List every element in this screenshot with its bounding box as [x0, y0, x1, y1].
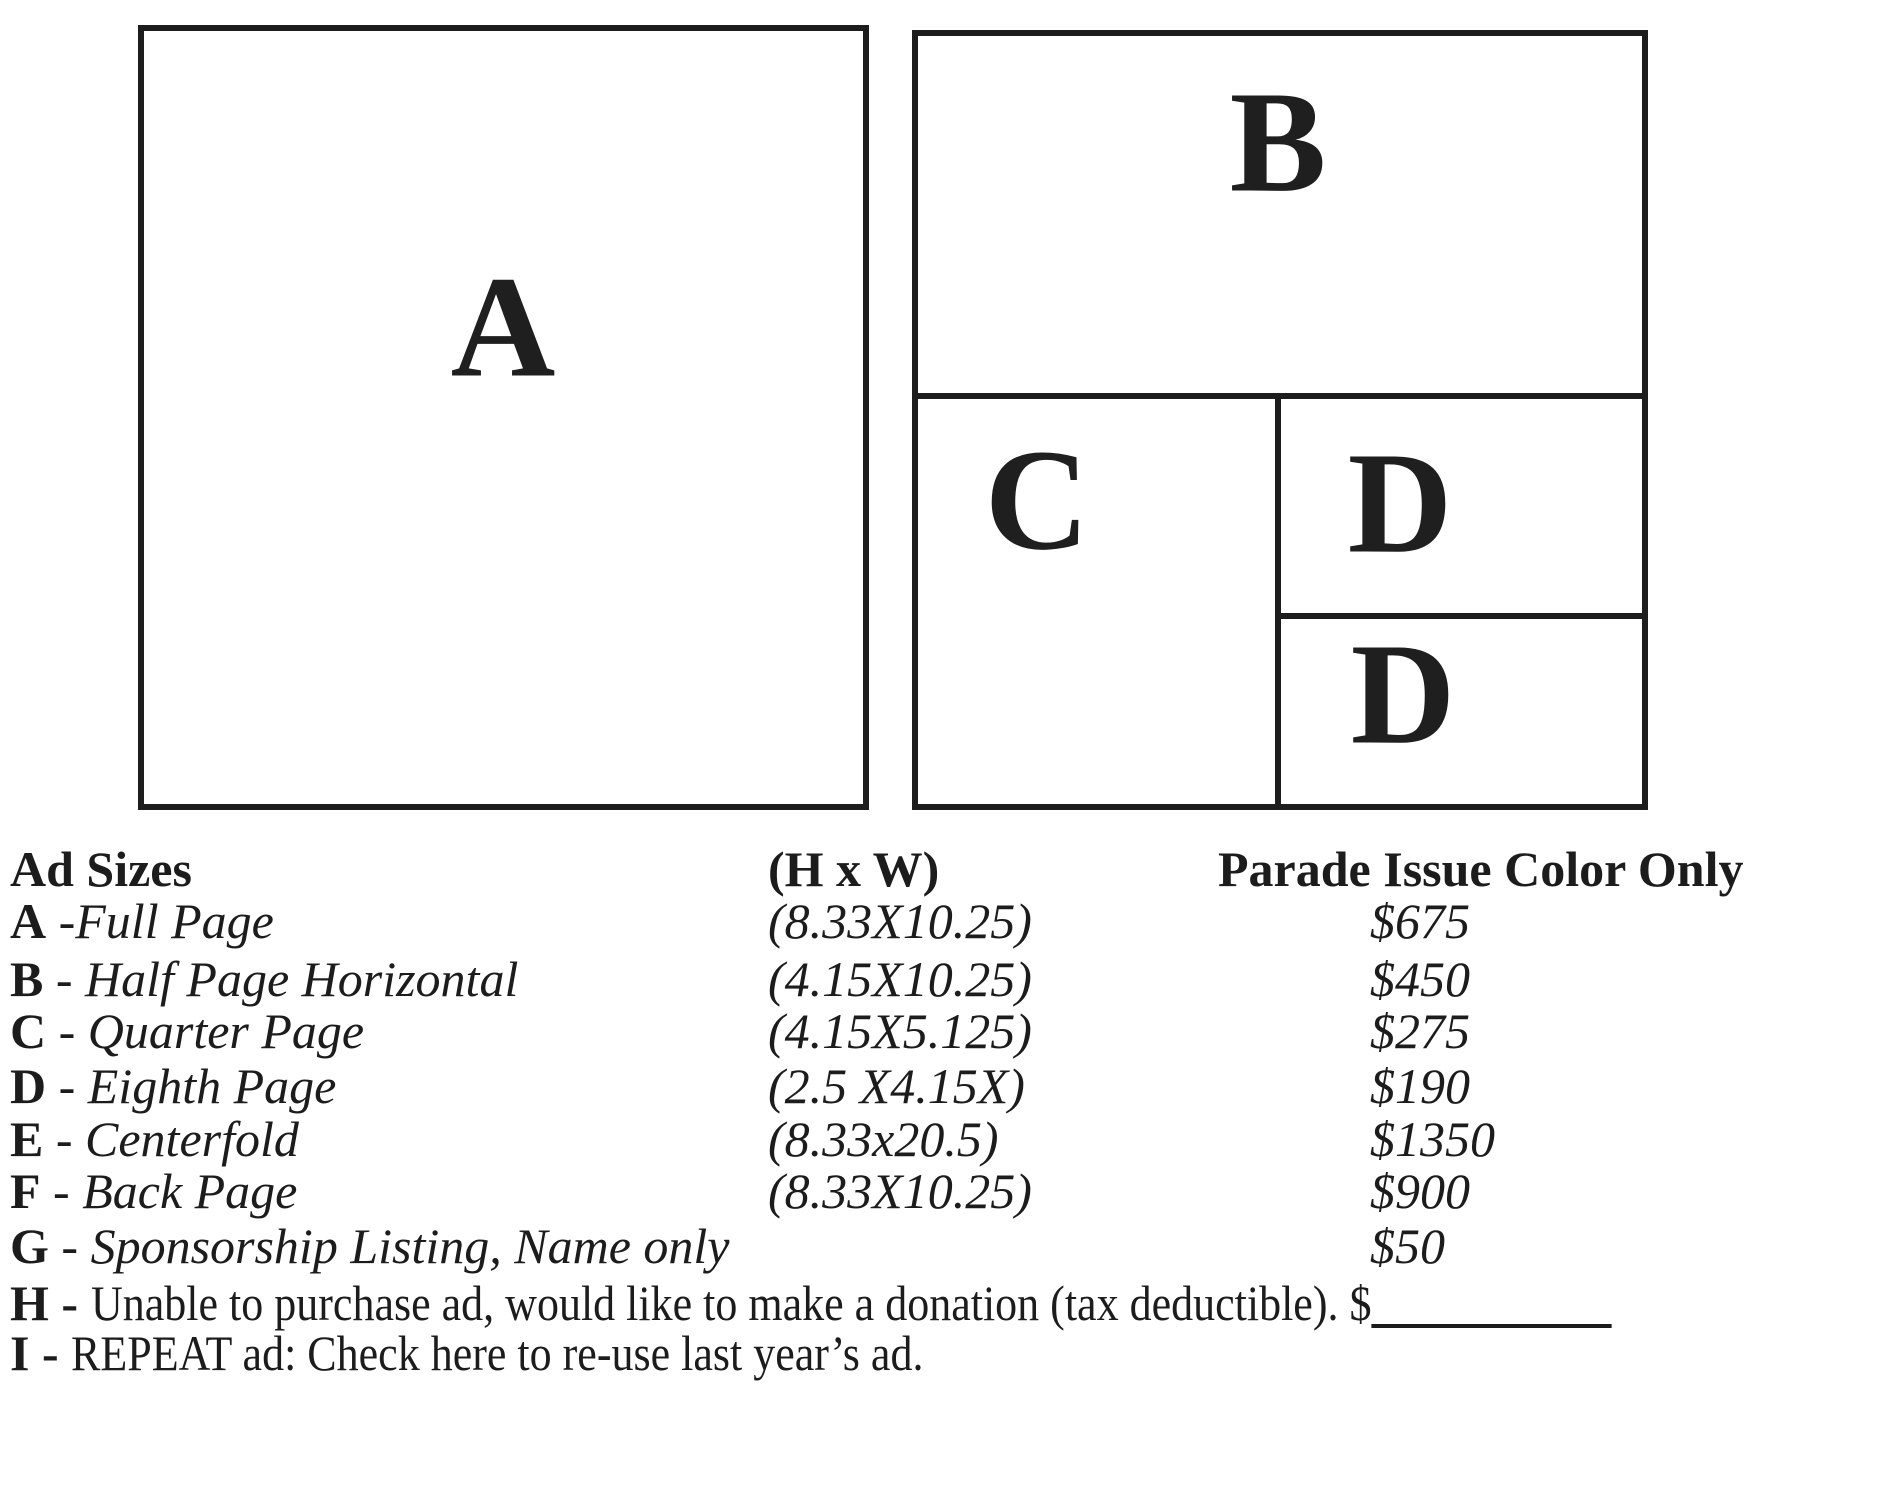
donation-amount-blank [1371, 1314, 1612, 1328]
row-size-cell: (4.15X10.25) [768, 951, 1032, 1007]
row-dash: - [48, 1218, 91, 1274]
label-full-page: A [450, 247, 556, 408]
table-row: G - Sponsorship Listing, Name only $50 [0, 1218, 1893, 1274]
row-name-cell: E - Centerfold [10, 1111, 299, 1167]
header-ad-sizes: Ad Sizes [10, 841, 192, 897]
row-dash: - [46, 1058, 88, 1114]
header-price-col: Parade Issue Color Only [1218, 841, 1744, 897]
row-dash: - [43, 951, 86, 1007]
row-price-cell: $675 [1370, 893, 1470, 949]
row-letter: E [10, 1111, 44, 1167]
row-name-cell: F - Back Page [10, 1163, 297, 1219]
row-name-cell: C - Quarter Page [10, 1003, 364, 1059]
table-row: E - Centerfold (8.33x20.5) $1350 [0, 1111, 1893, 1167]
row-name-cell: D - Eighth Page [10, 1058, 336, 1114]
row-dash: - [48, 1275, 91, 1331]
row-ad-name: Quarter Page [87, 1003, 365, 1059]
donation-text: Unable to purchase ad, would like to mak… [90, 1275, 1372, 1331]
row-ad-name: Back Page [82, 1163, 298, 1219]
divider-c-d [1275, 393, 1281, 804]
row-ad-name: Half Page Horizontal [85, 951, 519, 1007]
table-row: F - Back Page (8.33X10.25) $900 [0, 1163, 1893, 1219]
row-name-cell: H - Unable to purchase ad, would like to… [10, 1275, 1819, 1331]
row-size-cell: (2.5 X4.15X) [768, 1058, 1025, 1114]
row-letter: B [10, 951, 44, 1007]
divider-d-d [1275, 613, 1642, 619]
row-ad-name: Eighth Page [87, 1058, 337, 1114]
row-letter: D [10, 1058, 47, 1114]
row-letter: A [10, 893, 47, 949]
table-row: B - Half Page Horizontal (4.15X10.25) $4… [0, 951, 1893, 1007]
row-letter: H [10, 1275, 49, 1331]
header-h-x-w: (H x W) [768, 841, 940, 897]
row-name-cell: I - REPEAT ad: Check here to re-use last… [10, 1325, 1040, 1381]
row-letter: I [10, 1325, 30, 1381]
label-quarter-page: C [984, 420, 1090, 581]
row-dash: - [46, 893, 76, 949]
row-size-cell: (8.33X10.25) [768, 1163, 1032, 1219]
full-page-ad-box [138, 25, 869, 810]
row-dash: - [40, 1163, 83, 1219]
row-letter: C [10, 1003, 47, 1059]
row-price-cell: $450 [1370, 951, 1470, 1007]
label-eighth-page-2: D [1350, 614, 1456, 775]
table-row: A -Full Page (8.33X10.25) $675 [0, 893, 1893, 949]
row-price-cell: $1350 [1370, 1111, 1495, 1167]
row-size-cell: (8.33X10.25) [768, 893, 1032, 949]
row-size-cell: (4.15X5.125) [768, 1003, 1032, 1059]
row-size-cell: (8.33x20.5) [768, 1111, 999, 1167]
row-price-cell: $190 [1370, 1058, 1470, 1114]
table-row-repeat-ad: I - REPEAT ad: Check here to re-use last… [0, 1325, 1893, 1381]
row-name-cell: B - Half Page Horizontal [10, 951, 518, 1007]
row-ad-name: Sponsorship Listing, Name only [90, 1218, 730, 1274]
row-name-cell: G - Sponsorship Listing, Name only [10, 1218, 730, 1274]
row-letter: F [10, 1163, 41, 1219]
table-row: C - Quarter Page (4.15X5.125) $275 [0, 1003, 1893, 1059]
table-header: Ad Sizes (H x W) Parade Issue Color Only [0, 841, 1893, 897]
row-dash: - [29, 1325, 72, 1381]
row-name-cell: A -Full Page [10, 893, 274, 949]
label-half-page: B [1229, 62, 1327, 223]
row-dash: - [43, 1111, 86, 1167]
row-price-cell: $900 [1370, 1163, 1470, 1219]
label-eighth-page-1: D [1347, 423, 1453, 584]
row-ad-name: Centerfold [85, 1111, 299, 1167]
table-row-donation: H - Unable to purchase ad, would like to… [0, 1275, 1893, 1331]
row-ad-name: Full Page [75, 893, 274, 949]
row-dash: - [46, 1003, 88, 1059]
row-price-cell: $275 [1370, 1003, 1470, 1059]
split-ad-sizes-box [912, 30, 1648, 810]
row-letter: G [10, 1218, 49, 1274]
row-price-cell: $50 [1370, 1218, 1445, 1274]
repeat-ad-text: REPEAT ad: Check here to re-use last yea… [71, 1325, 924, 1381]
table-row: D - Eighth Page (2.5 X4.15X) $190 [0, 1058, 1893, 1114]
